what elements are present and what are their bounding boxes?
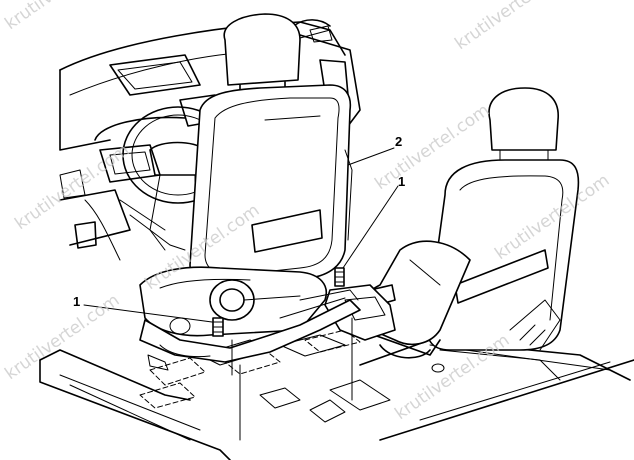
watermark: krutilvertel.com <box>451 0 573 54</box>
floor-pan <box>39 329 634 460</box>
callout-2: 2 <box>347 134 402 166</box>
dashboard <box>59 19 361 261</box>
watermark: krutilvertel.com <box>11 140 133 234</box>
watermark: krutilvertel.com <box>1 0 123 34</box>
passenger-seat <box>356 87 580 373</box>
callout-2-label: 2 <box>395 134 402 149</box>
callout-1a: 1 <box>73 294 213 323</box>
callout-1b: 1 <box>342 174 405 269</box>
callout-1a-label: 1 <box>73 294 80 309</box>
alignment-lines <box>231 317 353 441</box>
callout-1b-label: 1 <box>398 174 405 189</box>
driver-seat <box>139 13 361 371</box>
